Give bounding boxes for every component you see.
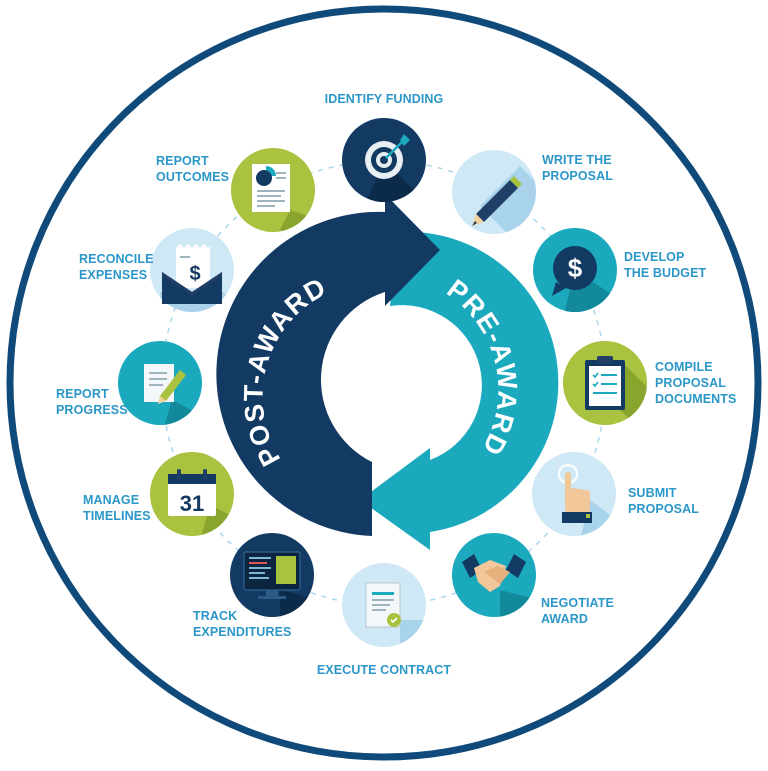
outer-ring bbox=[6, 5, 762, 761]
pencil-icon bbox=[472, 176, 522, 226]
step-execute-contract bbox=[342, 563, 426, 647]
certificate-icon bbox=[365, 582, 401, 628]
handshake-icon bbox=[462, 554, 526, 592]
cycle-arrows: POST-AWARD PRE-AWARD bbox=[216, 194, 559, 551]
hand-pointer-icon bbox=[558, 464, 592, 523]
step-manage-timelines: 31 bbox=[150, 452, 234, 536]
step-compile-documents bbox=[563, 341, 647, 425]
step-negotiate-award bbox=[452, 533, 536, 617]
step-report-outcomes bbox=[231, 148, 315, 232]
step-identify-funding bbox=[342, 118, 426, 202]
report-chart-icon bbox=[252, 164, 290, 212]
svg-text:$: $ bbox=[189, 263, 200, 285]
dollar-bubble-icon: $ bbox=[552, 246, 597, 296]
target-icon bbox=[365, 134, 410, 179]
svg-text:$: $ bbox=[568, 253, 583, 283]
calendar-day: 31 bbox=[180, 491, 204, 516]
calendar-icon: 31 bbox=[168, 469, 216, 516]
invoice-icon: $ bbox=[162, 244, 222, 304]
step-reconcile-expenses: $ bbox=[150, 228, 234, 312]
document-pencil-icon bbox=[144, 364, 186, 404]
step-develop-budget: $ bbox=[533, 228, 617, 312]
pre-award-arrow bbox=[360, 231, 559, 551]
label-identify-funding: IDENTIFY FUNDING bbox=[324, 92, 444, 106]
clipboard-icon bbox=[585, 356, 625, 410]
monitor-icon bbox=[243, 551, 301, 599]
post-award-arrow bbox=[216, 194, 440, 536]
label-execute-contract: EXECUTE CONTRACT bbox=[316, 663, 452, 677]
step-write-proposal bbox=[452, 150, 536, 234]
step-report-progress bbox=[118, 341, 202, 425]
step-submit-proposal bbox=[532, 452, 616, 536]
